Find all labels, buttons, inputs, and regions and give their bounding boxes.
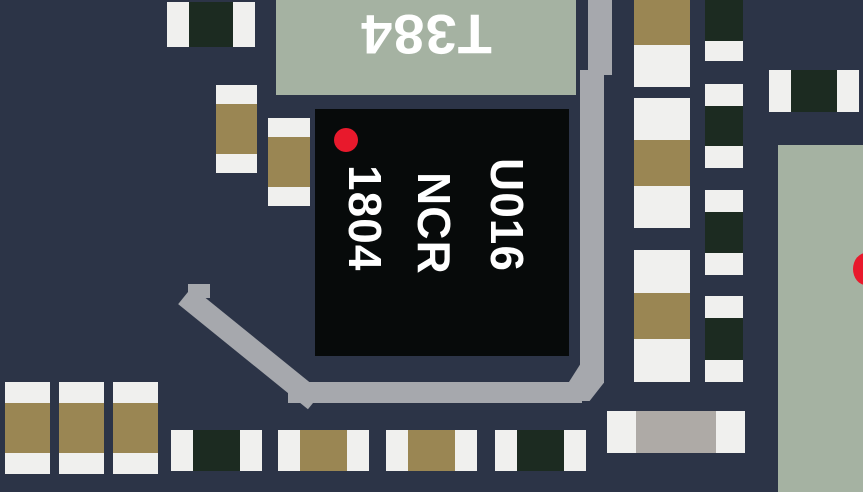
component-body [517, 430, 564, 471]
terminal-bottom [634, 45, 690, 87]
component-body [300, 430, 347, 471]
terminal-bottom [705, 253, 743, 275]
component-body [636, 411, 716, 453]
component-bottom-gold-1 [5, 382, 50, 474]
component-right-green-2 [705, 84, 743, 168]
terminal-top [634, 250, 690, 293]
terminal-bottom [705, 146, 743, 168]
component-right-gold-2 [634, 98, 690, 228]
ic-pin1-marker-dot [334, 128, 358, 152]
ic-package-body [315, 109, 569, 356]
component-top-right-resistor [769, 70, 859, 112]
component-bottom-green-1 [171, 430, 262, 471]
terminal-left [171, 430, 193, 471]
top-center-pad [276, 0, 576, 95]
component-bottom-gold-4 [278, 430, 369, 471]
terminal-left [167, 2, 189, 47]
terminal-top [705, 296, 743, 318]
terminal-top [216, 85, 257, 104]
terminal-right [233, 2, 255, 47]
trace-diagonal-cap [188, 284, 210, 298]
component-body [634, 293, 690, 339]
component-body [705, 0, 743, 41]
component-right-gold-3 [634, 250, 690, 382]
terminal-top [5, 382, 50, 403]
component-body [268, 137, 310, 187]
ic-silkscreen-line-2: NCR [408, 172, 460, 275]
component-body [634, 0, 690, 45]
component-bottom-green-2 [495, 430, 586, 471]
component-right-green-4 [705, 296, 743, 382]
component-body [705, 106, 743, 146]
terminal-top [634, 98, 690, 140]
terminal-bottom [705, 360, 743, 382]
terminal-right [347, 430, 369, 471]
component-body [705, 212, 743, 253]
component-body [5, 403, 50, 453]
component-body [705, 318, 743, 360]
terminal-bottom [634, 186, 690, 228]
terminal-top [59, 382, 104, 403]
component-body [113, 403, 158, 453]
terminal-bottom [216, 154, 257, 173]
terminal-bottom [59, 453, 104, 474]
component-right-gold-1 [634, 0, 690, 87]
component-left-gold-b [268, 118, 310, 206]
terminal-top [705, 84, 743, 106]
component-bottom-gold-3 [113, 382, 158, 474]
trace-horizontal-bottom [288, 382, 582, 403]
terminal-right [564, 430, 586, 471]
ic-silkscreen-line-1: U016 [481, 158, 533, 272]
component-body [791, 70, 837, 112]
component-body [408, 430, 455, 471]
component-right-green-3 [705, 190, 743, 275]
terminal-bottom [113, 453, 158, 474]
terminal-left [495, 430, 517, 471]
component-bottom-gold-2 [59, 382, 104, 474]
trace-vertical-right [588, 0, 612, 75]
trace-vertical-right-lower [580, 70, 604, 370]
terminal-bottom [705, 41, 743, 61]
terminal-right [455, 430, 477, 471]
terminal-right [837, 70, 859, 112]
component-body [634, 140, 690, 186]
terminal-right [716, 411, 745, 453]
component-left-gold-a [216, 85, 257, 173]
component-body [59, 403, 104, 453]
right-edge-pad [778, 145, 863, 492]
terminal-top [268, 118, 310, 137]
silkscreen-label-t384: T384 [360, 3, 492, 66]
terminal-top [113, 382, 158, 403]
component-bottom-right-grey [607, 411, 745, 453]
terminal-bottom [268, 187, 310, 206]
component-body [216, 104, 257, 154]
component-body [189, 2, 233, 47]
component-body [193, 430, 240, 471]
terminal-bottom [634, 339, 690, 382]
terminal-left [386, 430, 408, 471]
terminal-left [607, 411, 636, 453]
trace-diagonal [178, 287, 322, 410]
ic-silkscreen-line-3: 1804 [339, 165, 391, 272]
component-bottom-gold-5 [386, 430, 477, 471]
terminal-left [278, 430, 300, 471]
terminal-right [240, 430, 262, 471]
terminal-bottom [5, 453, 50, 474]
terminal-left [769, 70, 791, 112]
right-edge-red-dot [853, 253, 863, 285]
component-right-green-1 [705, 0, 743, 61]
terminal-top [705, 190, 743, 212]
component-top-left-resistor [167, 2, 255, 47]
